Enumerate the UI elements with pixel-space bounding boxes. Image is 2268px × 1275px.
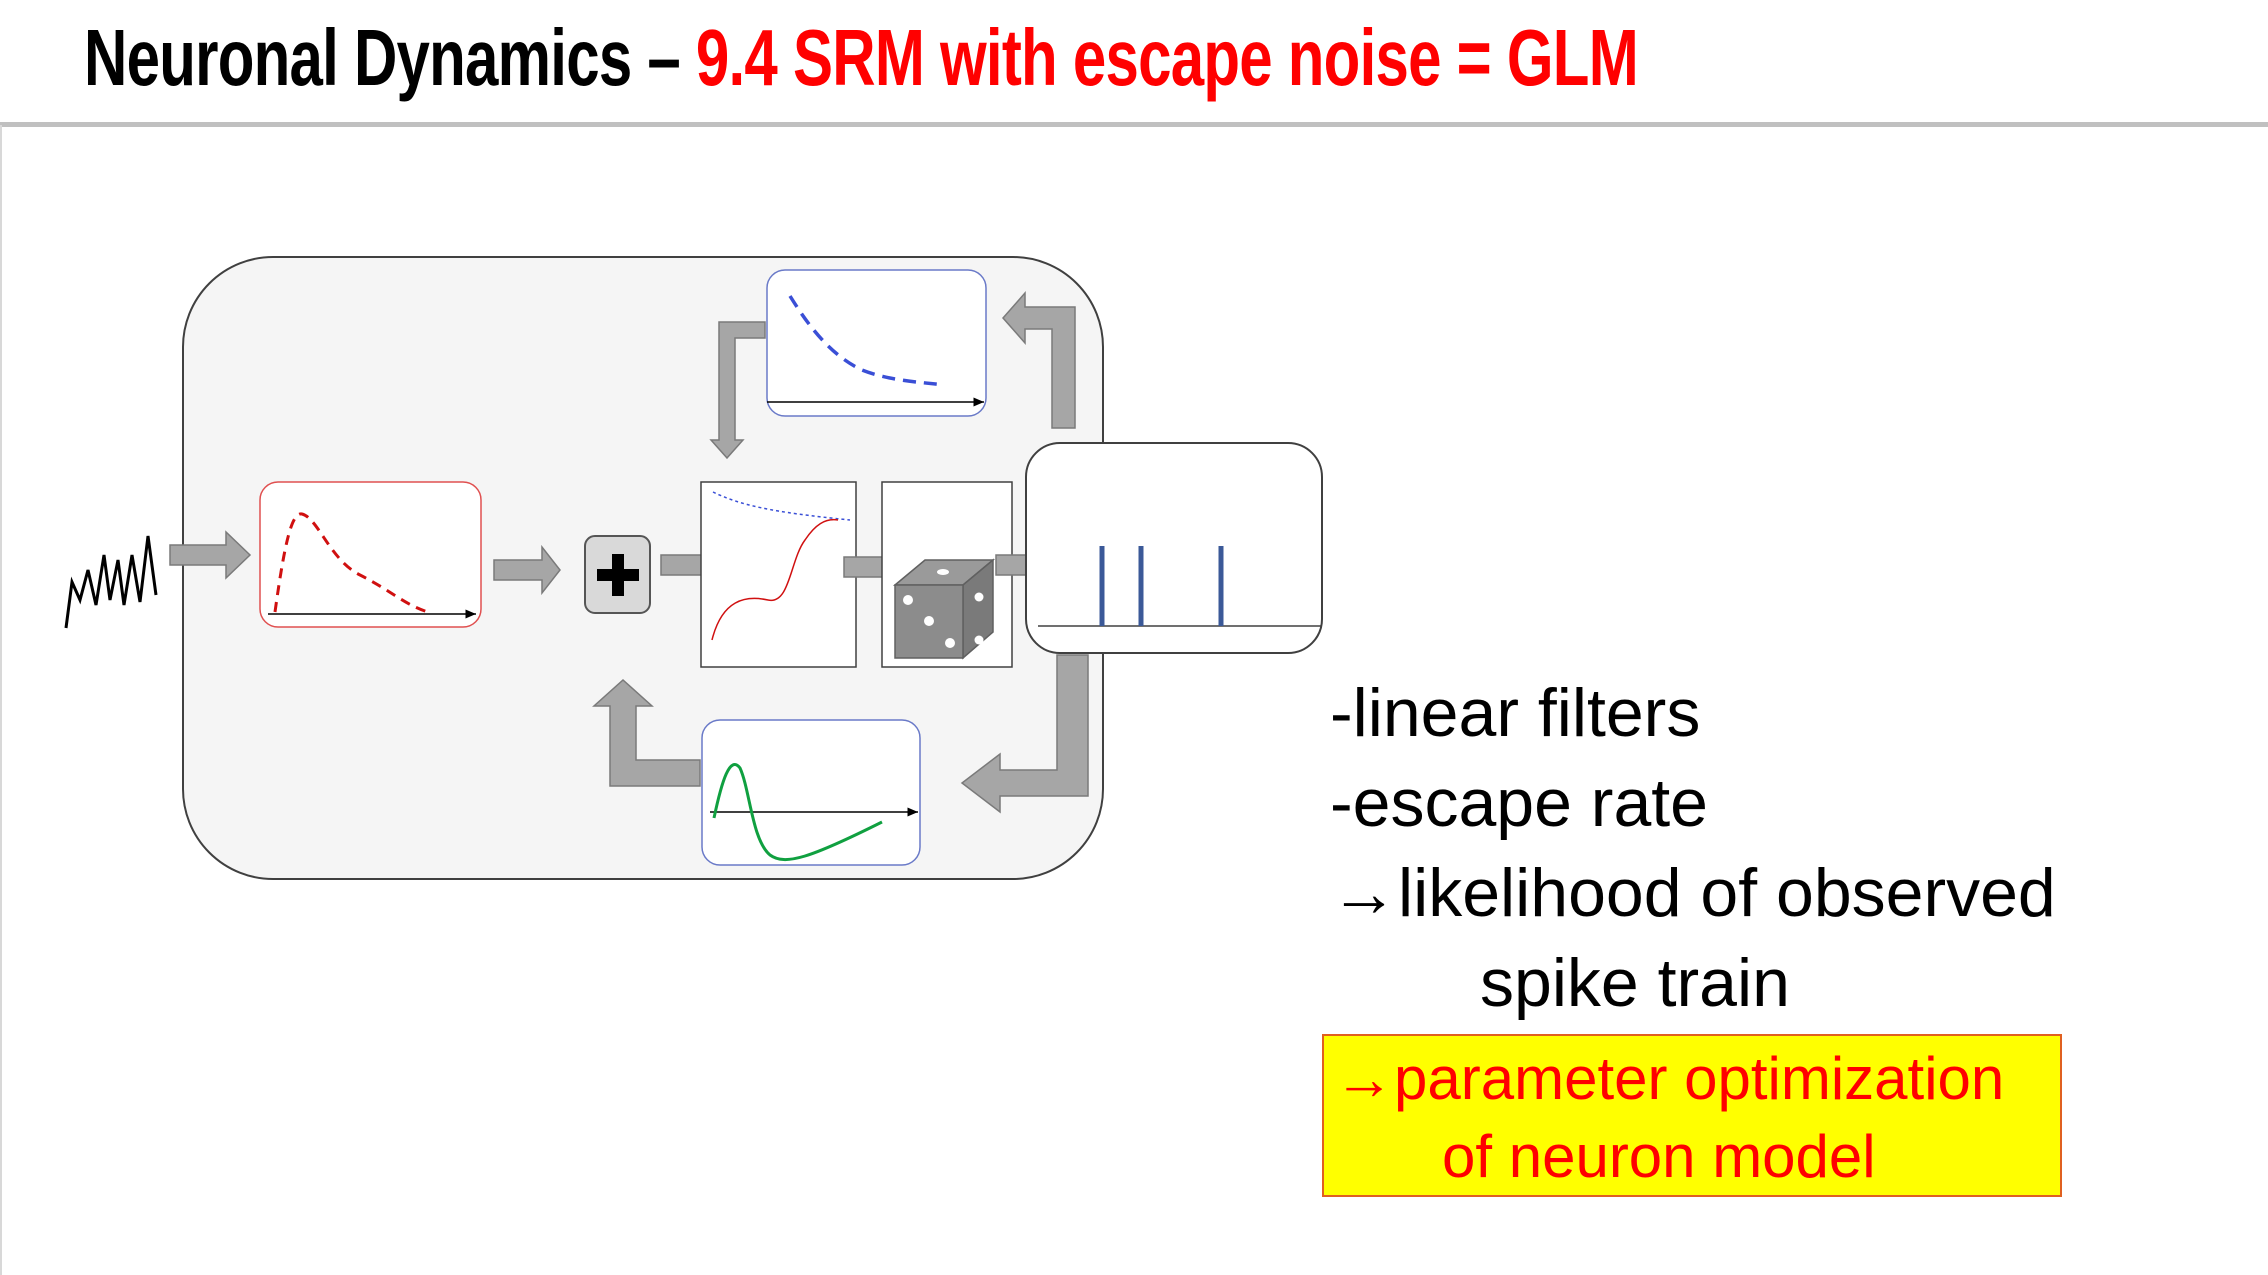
refractory-filter-panel — [701, 719, 921, 866]
slide-left-edge — [0, 125, 2, 1275]
title-divider — [0, 122, 2268, 127]
arrow-refractory-to-sum — [592, 678, 701, 787]
arrow-input-to-filter — [169, 530, 252, 580]
threshold-dotted-curve — [712, 491, 851, 521]
key-points-list: -linear filters -escape rate →likelihood… — [1330, 668, 2056, 1028]
adaptation-filter-curve — [788, 295, 945, 387]
arrow-filter-to-sum — [493, 544, 561, 596]
bullet-likelihood-continued: spike train — [1480, 945, 1790, 1021]
adaptation-filter-panel — [766, 269, 987, 417]
input-filter-panel — [259, 481, 482, 628]
implies-arrow-icon: → — [1330, 855, 1398, 931]
bullet-escape-rate: -escape rate — [1330, 765, 1708, 841]
callout-line-1-text: parameter optimization — [1394, 1045, 2005, 1112]
bullet-likelihood-text: likelihood of observed — [1398, 855, 2056, 931]
input-filter-curve — [273, 512, 429, 614]
parameter-optimization-callout: →parameter optimization of neuron model — [1322, 1034, 2062, 1197]
escape-rate-nonlinearity-panel — [700, 481, 857, 668]
slide-title: Neuronal Dynamics – 9.4 SRM with escape … — [84, 8, 1639, 108]
arrow-adaptation-to-nonlinearity — [709, 321, 766, 460]
bullet-likelihood: →likelihood of observed — [1330, 848, 2056, 938]
arrow-spikes-to-refractory — [960, 654, 1089, 814]
escape-rate-curve — [711, 518, 839, 641]
refractory-filter-curve — [712, 763, 883, 862]
arrow-spikes-to-adaptation — [1002, 291, 1076, 429]
plus-icon — [584, 535, 651, 614]
title-topic: 9.4 SRM with escape noise = GLM — [695, 13, 1639, 102]
dice-icon — [892, 558, 996, 660]
escape-noise-panel — [881, 481, 1013, 668]
bullet-linear-filters: -linear filters — [1330, 675, 1701, 751]
noisy-input-waveform-icon — [64, 535, 158, 629]
spike-train-panel — [1025, 442, 1323, 654]
implies-arrow-icon: → — [1334, 1045, 1394, 1112]
title-course: Neuronal Dynamics – — [84, 13, 696, 102]
callout-line-1: →parameter optimization — [1334, 1040, 2004, 1118]
callout-line-2: of neuron model — [1442, 1123, 1876, 1190]
